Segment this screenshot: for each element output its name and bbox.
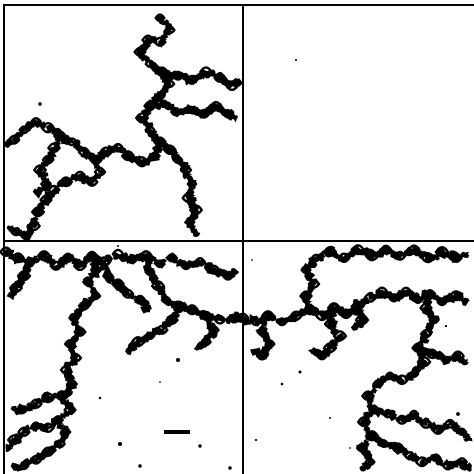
- scan-speck: [38, 102, 41, 105]
- scan-speck: [176, 358, 180, 362]
- scan-speck: [198, 444, 201, 447]
- scan-speck: [118, 442, 122, 446]
- scan-speck: [138, 464, 141, 467]
- scan-speck: [255, 439, 257, 441]
- scan-speck: [251, 259, 253, 261]
- scan-speck: [349, 447, 351, 449]
- scan-speck: [99, 397, 101, 399]
- scan-speck: [228, 466, 231, 469]
- scan-speck: [281, 383, 284, 386]
- scan-speck: [295, 59, 297, 61]
- scan-speck: [159, 381, 161, 383]
- scan-speck: [445, 325, 447, 327]
- scan-speck: [299, 371, 302, 374]
- scan-speck: [456, 412, 460, 416]
- scan-speck: [329, 417, 331, 419]
- scan-speck: [117, 245, 119, 247]
- stray-dash-mark: [164, 430, 190, 434]
